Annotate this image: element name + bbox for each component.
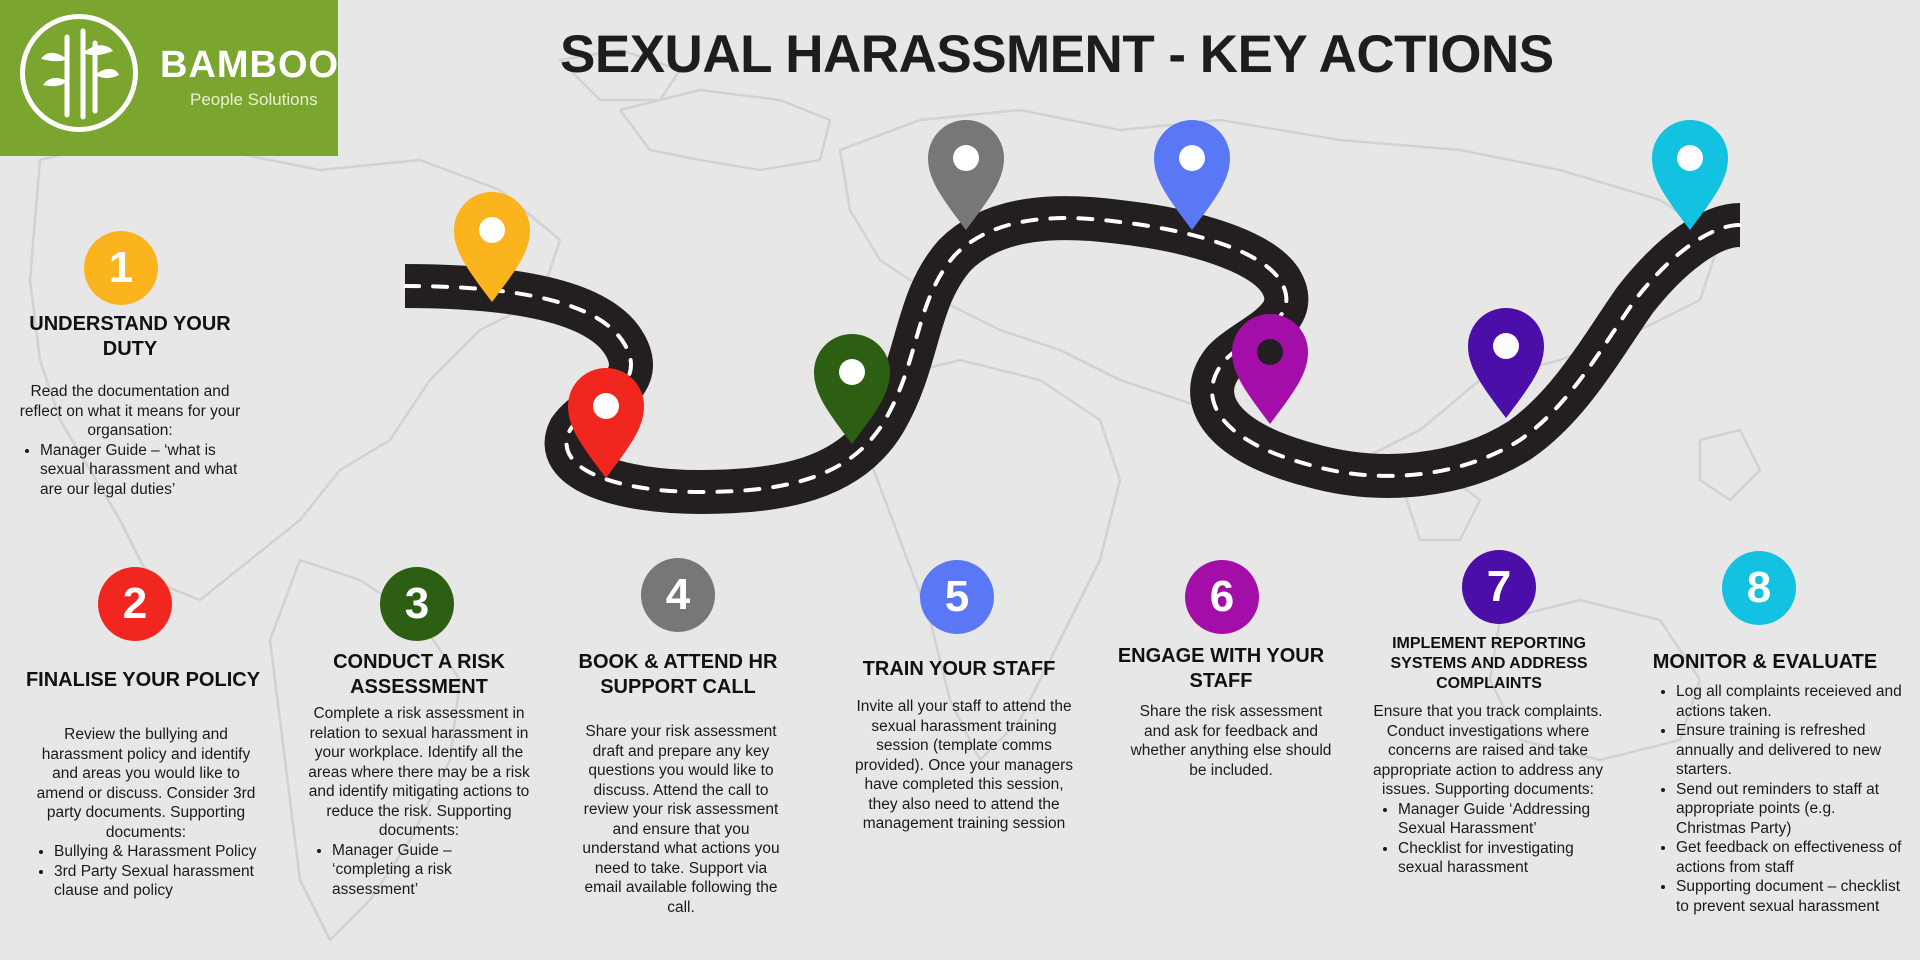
step-3-bullet: Manager Guide – ‘completing a risk asses… bbox=[332, 841, 532, 900]
step-6-title: ENGAGE WITH YOUR STAFF bbox=[1117, 645, 1325, 692]
step-3-number: 3 bbox=[380, 567, 454, 641]
step-3-text: Complete a risk assessment in relation t… bbox=[308, 705, 530, 839]
step-1-bullet: Manager Guide – ‘what is sexual harassme… bbox=[40, 441, 246, 500]
location-pin-icon-8 bbox=[1652, 120, 1728, 230]
step-4-number: 4 bbox=[641, 558, 715, 632]
step-2-bullet: 3rd Party Sexual harassment clause and p… bbox=[54, 862, 264, 901]
step-2-text: Review the bullying and harassment polic… bbox=[36, 726, 256, 841]
road-centerline bbox=[403, 216, 1742, 495]
step-2-bullet: Bullying & Harassment Policy bbox=[54, 842, 264, 862]
step-1-bullets: Manager Guide – ‘what is sexual harassme… bbox=[14, 441, 246, 500]
page-title: SEXUAL HARASSMENT - KEY ACTIONS bbox=[560, 25, 1554, 84]
step-2-number: 2 bbox=[98, 567, 172, 641]
step-6-body: Share the risk assessment and ask for fe… bbox=[1126, 702, 1336, 780]
location-pin-icon-5 bbox=[1154, 120, 1230, 230]
step-5-title: TRAIN YOUR STAFF bbox=[862, 658, 1056, 680]
step-8-bullet: Supporting document – checklist to preve… bbox=[1676, 877, 1902, 916]
step-1-title: UNDERSTAND YOUR DUTY bbox=[29, 313, 231, 360]
step-5-body: Invite all your staff to attend the sexu… bbox=[850, 697, 1078, 834]
step-4-title: BOOK & ATTEND HR SUPPORT CALL bbox=[578, 651, 778, 698]
step-6-text: Share the risk assessment and ask for fe… bbox=[1130, 703, 1332, 779]
step-8-bullet: Ensure training is refreshed annually an… bbox=[1676, 721, 1902, 780]
step-7-number: 7 bbox=[1462, 550, 1536, 624]
location-pin-icon-6 bbox=[1232, 314, 1308, 424]
bamboo-icon bbox=[20, 14, 138, 132]
step-6-number: 6 bbox=[1185, 560, 1259, 634]
step-7-bullet: Manager Guide ‘Addressing Sexual Harassm… bbox=[1398, 800, 1604, 839]
step-3-title: CONDUCT A RISK ASSESSMENT bbox=[333, 651, 505, 698]
step-8-bullet: Get feedback on effectiveness of actions… bbox=[1676, 838, 1902, 877]
location-pin-icon-3 bbox=[814, 334, 890, 444]
step-7-bullet: Checklist for investigating sexual haras… bbox=[1398, 839, 1604, 878]
location-pin-icon-4 bbox=[928, 120, 1004, 230]
step-8-bullets: Log all complaints receieved and actions… bbox=[1648, 682, 1902, 916]
step-2-body: Review the bullying and harassment polic… bbox=[28, 725, 264, 901]
step-7-body: Ensure that you track complaints. Conduc… bbox=[1372, 702, 1604, 878]
step-5-text: Invite all your staff to attend the sexu… bbox=[855, 698, 1073, 832]
location-pin-icon-7 bbox=[1468, 308, 1544, 418]
step-7-bullets: Manager Guide ‘Addressing Sexual Harassm… bbox=[1372, 800, 1604, 878]
step-4-text: Share your risk assessment draft and pre… bbox=[582, 723, 780, 916]
location-pin-icon-1 bbox=[454, 192, 530, 302]
step-8-bullet: Log all complaints receieved and actions… bbox=[1676, 682, 1902, 721]
step-7-text: Ensure that you track complaints. Conduc… bbox=[1372, 703, 1604, 798]
company-logo: BAMBOO People Solutions bbox=[0, 0, 338, 156]
step-3-bullets: Manager Guide – ‘completing a risk asses… bbox=[306, 841, 532, 900]
step-2-title: FINALISE YOUR POLICY bbox=[25, 669, 261, 691]
step-4-body: Share your risk assessment draft and pre… bbox=[578, 722, 784, 917]
step-1-body: Read the documentation and reflect on wh… bbox=[14, 382, 246, 499]
step-8-number: 8 bbox=[1722, 551, 1796, 625]
location-pin-icon-2 bbox=[568, 368, 644, 478]
step-3-body: Complete a risk assessment in relation t… bbox=[306, 704, 532, 899]
step-1-text: Read the documentation and reflect on wh… bbox=[19, 383, 241, 439]
step-8-body: Log all complaints receieved and actions… bbox=[1648, 682, 1902, 916]
step-8-title: MONITOR & EVALUATE bbox=[1652, 651, 1878, 673]
logo-subtitle: People Solutions bbox=[190, 90, 318, 109]
step-5-number: 5 bbox=[920, 560, 994, 634]
step-2-bullets: Bullying & Harassment Policy 3rd Party S… bbox=[28, 842, 264, 901]
logo-name: BAMBOO bbox=[160, 44, 340, 86]
step-1-number: 1 bbox=[84, 231, 158, 305]
step-8-bullet: Send out reminders to staff at appropria… bbox=[1676, 780, 1902, 839]
step-7-title: IMPLEMENT REPORTING SYSTEMS AND ADDRESS … bbox=[1390, 635, 1588, 692]
